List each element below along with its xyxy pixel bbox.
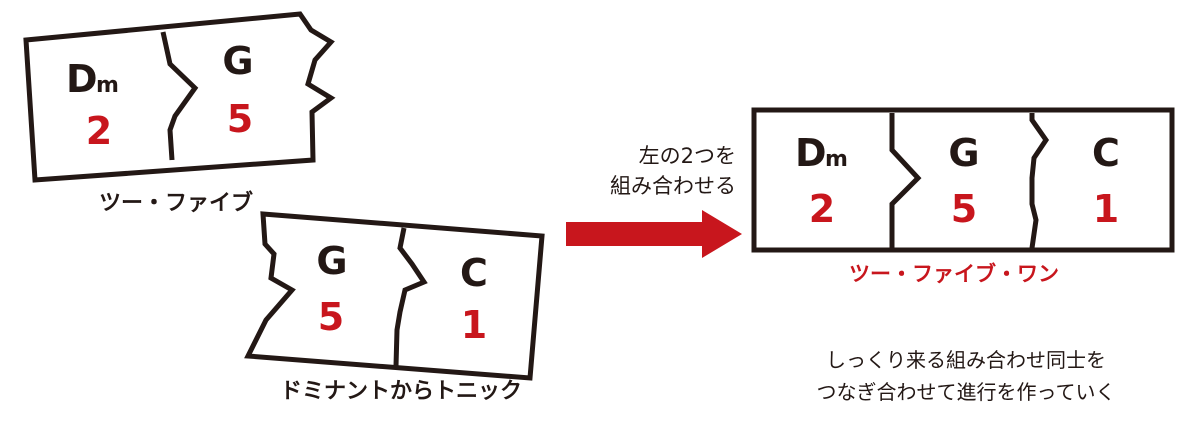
chord-g-2: G (316, 239, 347, 283)
caption-two-five: ツー・ファイブ (99, 190, 253, 216)
chord-dm-minor: m (96, 73, 119, 98)
degree-5-2: 5 (318, 295, 344, 339)
card-two-five-one-seam-1 (889, 113, 922, 248)
chord-dm-3: D (795, 131, 827, 175)
chord-c: C (460, 251, 488, 295)
arrow-label-line2: 組み合わせる (610, 174, 736, 198)
arrow-label-line1: 左の2つを (639, 144, 736, 168)
card-five-one-seam (393, 227, 428, 367)
note-line2: つなぎ合わせて進行を作っていく (817, 380, 1116, 404)
card-two-five-seam (160, 31, 199, 161)
degree-2: 2 (86, 109, 112, 153)
combine-arrow: 左の2つを 組み合わせる (566, 144, 742, 258)
caption-five-one: ドミナントからトニック (280, 379, 522, 404)
chord-g: G (222, 39, 253, 83)
degree-5-3: 5 (951, 187, 977, 231)
card-two-five: D m 2 G 5 ツー・ファイブ (23, 11, 336, 216)
card-two-five-one-frame (751, 107, 1175, 253)
chord-dm: D (66, 57, 98, 101)
chord-dm-3-minor: m (825, 147, 848, 172)
card-two-five-frame (23, 11, 336, 183)
caption-two-five-one: ツー・ファイブ・ワン (849, 262, 1059, 286)
card-two-five-one-seam-2 (1029, 113, 1050, 249)
arrow-shape (566, 210, 742, 258)
explanation-note: しっくり来る組み合わせ同士を つなぎ合わせて進行を作っていく (817, 348, 1116, 404)
chord-g-3: G (948, 131, 979, 175)
degree-1: 1 (461, 303, 487, 347)
card-two-five-one: D m 2 G 5 C 1 ツー・ファイブ・ワン (751, 107, 1175, 286)
card-five-one-frame (244, 211, 545, 381)
degree-5: 5 (227, 97, 253, 141)
degree-2-3: 2 (809, 187, 835, 231)
chord-c-3: C (1092, 131, 1120, 175)
degree-1-3: 1 (1093, 187, 1119, 231)
card-five-one: G 5 C 1 ドミナントからトニック (244, 211, 545, 404)
note-line1: しっくり来る組み合わせ同士を (826, 348, 1106, 372)
